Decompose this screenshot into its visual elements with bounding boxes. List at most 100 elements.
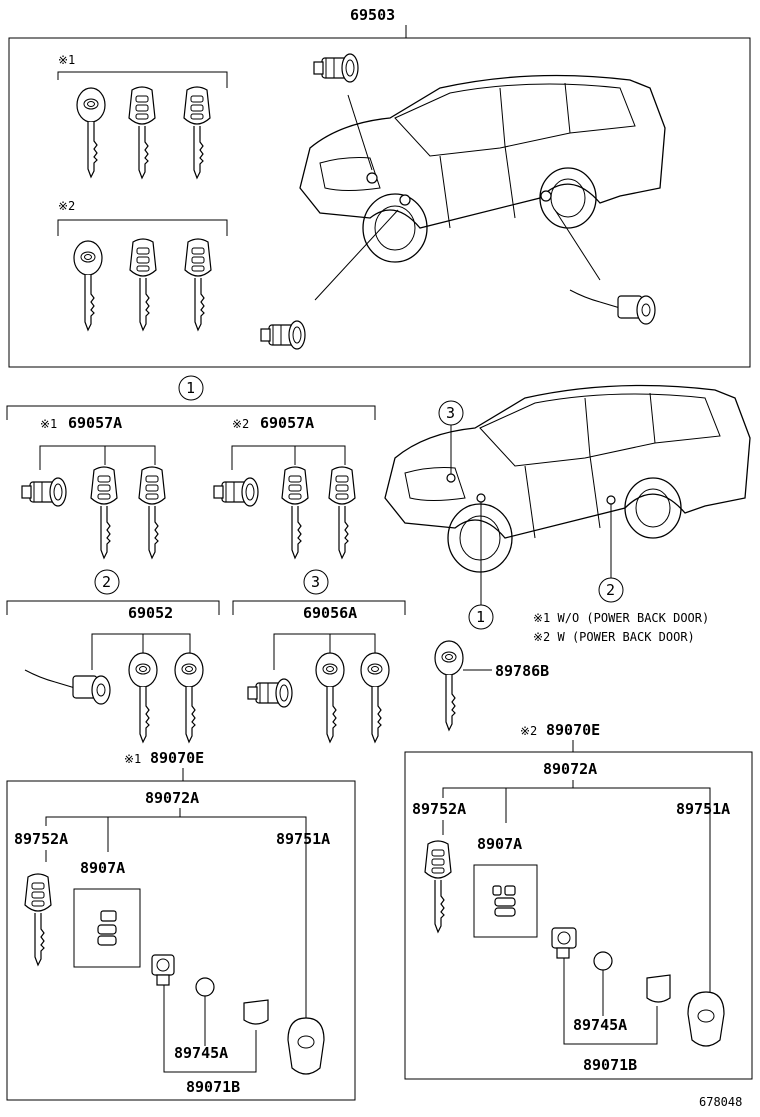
bracket-note2 — [57, 219, 228, 236]
cover-icon — [646, 974, 671, 1003]
callout-circle-1 — [468, 604, 494, 630]
box-right-mark: ※2 — [520, 724, 537, 738]
callout-circle-1 — [178, 375, 204, 401]
bracket — [91, 633, 191, 670]
box-right-key-pn: 89752A — [412, 800, 466, 818]
key-remote-icon — [90, 466, 118, 559]
set2-circle-label: 2 — [102, 573, 111, 591]
note2-mark: ※2 — [58, 199, 75, 213]
box-right-chip-pn: 8907A — [477, 835, 522, 853]
callout-circle-2 — [598, 577, 624, 603]
car-callout-2: 2 — [606, 581, 615, 599]
key-remote-icon — [281, 466, 309, 559]
key-plain-icon — [434, 640, 464, 731]
key-plain-icon — [315, 652, 345, 743]
bracket-set3 — [232, 600, 406, 615]
bracket-set1 — [6, 405, 376, 420]
button-pad-icon — [494, 907, 516, 917]
ignition-cylinder-icon — [313, 53, 359, 83]
box-right-sub: 89072A — [543, 760, 597, 778]
single-key-part-number: 89786B — [495, 662, 549, 680]
key-plain-icon — [73, 240, 103, 331]
key-plain-icon — [128, 652, 158, 743]
set1-right-mark: ※2 — [232, 417, 249, 431]
set1-circle-label: 1 — [186, 379, 195, 397]
callout-circle-3 — [303, 569, 329, 595]
back-door-cylinder-icon — [24, 669, 111, 705]
cylinder-icon — [21, 477, 67, 507]
bracket — [442, 780, 711, 823]
top-group-box — [8, 37, 751, 368]
bracket-set2 — [6, 600, 220, 615]
box-left-chip-pn: 8907A — [80, 859, 125, 877]
battery-icon — [593, 951, 613, 971]
legend-line-1: ※1 W/O (POWER BACK DOOR) — [533, 611, 709, 625]
key-remote-icon — [328, 466, 356, 559]
top-part-number: 69503 — [350, 6, 395, 24]
box-left — [6, 780, 356, 1101]
box-left-battery-pn: 89745A — [174, 1044, 228, 1062]
set2-part-number: 69052 — [128, 604, 173, 622]
button-pad-icon — [504, 885, 516, 896]
vehicle-illustration — [299, 74, 666, 263]
button-pad-icon — [492, 885, 502, 896]
transponder-chip-icon — [151, 954, 175, 986]
location-dot — [399, 194, 411, 206]
location-dot — [366, 172, 378, 184]
bracket — [231, 445, 346, 470]
set1-left-mark: ※1 — [40, 417, 57, 431]
bracket — [163, 985, 257, 1073]
location-dot — [476, 493, 486, 503]
set1-left-part-number: 69057A — [68, 414, 122, 432]
key-remote-icon — [183, 86, 211, 179]
box-right-battery-pn: 89745A — [573, 1016, 627, 1034]
set3-part-number: 69056A — [303, 604, 357, 622]
button-pad-icon — [100, 910, 117, 922]
bracket-note1 — [57, 71, 228, 88]
door-cylinder-icon — [260, 320, 306, 350]
key-remote-icon — [424, 840, 452, 933]
key-plain-icon — [174, 652, 204, 743]
box-left-fob-pn: 89751A — [276, 830, 330, 848]
bracket — [45, 808, 307, 852]
box-right-case-pn: 89071B — [583, 1056, 637, 1074]
remote-fob-icon — [687, 991, 725, 1047]
arrow — [347, 94, 373, 171]
box-left-mark: ※1 — [124, 752, 141, 766]
car-callout-3: 3 — [446, 404, 455, 422]
key-remote-icon — [129, 238, 157, 331]
bracket — [39, 445, 156, 470]
cylinder-icon — [247, 678, 293, 708]
arrow — [554, 209, 601, 281]
location-dot — [606, 495, 616, 505]
key-remote-icon — [184, 238, 212, 331]
note1-mark: ※1 — [58, 53, 75, 67]
button-pad-icon — [97, 935, 117, 946]
box-right — [404, 751, 753, 1080]
key-remote-icon — [138, 466, 166, 559]
button-pad-icon — [97, 924, 117, 935]
set1-right-part-number: 69057A — [260, 414, 314, 432]
box-left-title: 89070E — [150, 749, 204, 767]
location-dot — [446, 473, 456, 483]
legend-line-2: ※2 W (POWER BACK DOOR) — [533, 630, 695, 644]
remote-fob-icon — [287, 1017, 325, 1075]
callout-circle-2 — [94, 569, 120, 595]
box-left-sub: 89072A — [145, 789, 199, 807]
chip-box — [473, 864, 538, 938]
bracket — [563, 958, 658, 1045]
cylinder-icon — [213, 477, 259, 507]
chip-box — [73, 888, 141, 968]
arrow — [314, 209, 399, 301]
cover-icon — [243, 999, 269, 1025]
back-door-cylinder-icon — [569, 289, 656, 325]
box-right-fob-pn: 89751A — [676, 800, 730, 818]
key-plain-icon — [360, 652, 390, 743]
transponder-chip-icon — [551, 927, 577, 959]
set3-circle-label: 3 — [311, 573, 320, 591]
car-callout-1: 1 — [476, 608, 485, 626]
button-pad-icon — [494, 897, 516, 907]
bracket — [273, 633, 376, 670]
